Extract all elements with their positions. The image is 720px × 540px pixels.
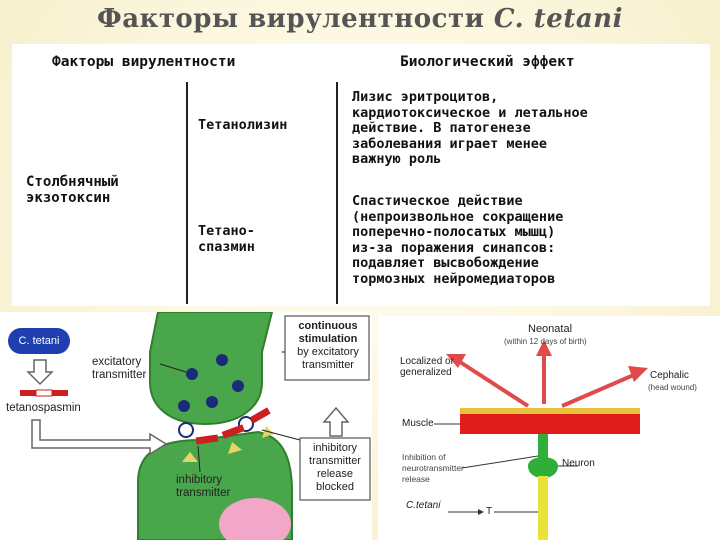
column-divider-right bbox=[336, 82, 338, 304]
label-tetanospasmin: tetanospasmin bbox=[6, 402, 81, 414]
group-label: Столбнячный экзотоксин bbox=[26, 174, 119, 206]
synapse-figure: C. tetani excitatory transmitter tetanos… bbox=[0, 312, 372, 540]
label-excitatory-transmitter: excitatory transmitter bbox=[92, 356, 147, 381]
label-neonatal: Neonatal bbox=[528, 323, 573, 335]
label-release-blocked: inhibitory transmitter release blocked bbox=[309, 442, 361, 493]
ctetani-badge: C. tetani bbox=[8, 328, 70, 354]
tetanus-forms-illustration bbox=[434, 340, 648, 540]
virulence-table: Факторы вирулентности Биологический эффе… bbox=[12, 44, 710, 306]
title-species: C. tetani bbox=[493, 4, 623, 34]
header-effect: Биологический эффект bbox=[400, 54, 575, 70]
label-neuron: Neuron bbox=[562, 458, 595, 469]
effect-tetanospasmin: Спастическое действие (непроизвольное со… bbox=[352, 193, 564, 287]
label-cephalic: Cephalic bbox=[650, 370, 689, 381]
title-main: Факторы вирулентности bbox=[97, 4, 485, 34]
page-title: Факторы вирулентности C. tetani bbox=[0, 4, 720, 34]
label-inhibitory-transmitter: inhibitory transmitter bbox=[176, 474, 231, 499]
tetanus-forms-figure: Neonatal (within 12 days of birth) Local… bbox=[378, 316, 720, 540]
synapse-illustration bbox=[20, 312, 371, 540]
factor-tetanolysin: Тетанолизин bbox=[198, 117, 288, 133]
header-factors: Факторы вирулентности bbox=[52, 54, 236, 70]
factor-tetanospasmin: Тетано- спазмин bbox=[198, 223, 255, 255]
label-cephalic-note: (head wound) bbox=[648, 383, 697, 392]
label-inhibition: Inhibition of neurotransmitter release bbox=[402, 452, 464, 484]
label-localized: Localized or generalized bbox=[400, 356, 454, 378]
label-continuous-stimulation: continuous stimulation by excitatory tra… bbox=[297, 320, 359, 371]
label-t-mark: T bbox=[486, 506, 493, 517]
label-neonatal-note: (within 12 days of birth) bbox=[504, 337, 587, 346]
label-ctetani: C.tetani bbox=[406, 500, 441, 511]
column-divider-left bbox=[186, 82, 188, 304]
label-muscle: Muscle bbox=[402, 418, 434, 429]
effect-tetanolysin: Лизис эритроцитов, кардиотоксическое и л… bbox=[352, 89, 588, 167]
